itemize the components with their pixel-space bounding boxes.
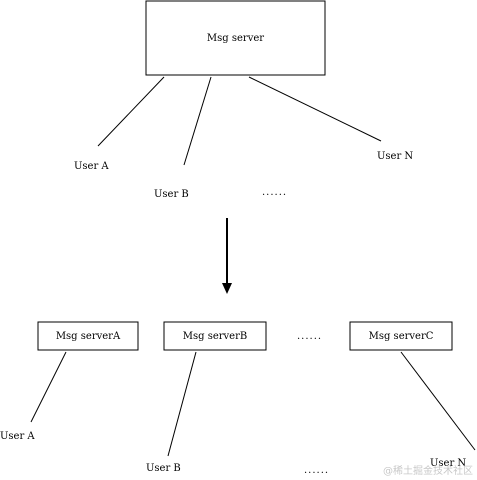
top-user-a-label: User A <box>74 161 109 172</box>
top-server-node: Msg server <box>145 0 326 76</box>
bottom-users-ellipsis: ...... <box>304 465 329 476</box>
watermark: @稀土掘金技术社区 <box>383 464 473 477</box>
bottom-user-a-label: User A <box>0 431 35 442</box>
bottom-user-n-label: User N <box>430 458 466 469</box>
servers-ellipsis: ...... <box>297 331 322 342</box>
edge-server-b-user-b <box>167 351 197 457</box>
arrow-head-icon <box>222 283 232 294</box>
top-user-b-label: User B <box>154 189 189 200</box>
bottom-user-b-label: User B <box>146 463 181 474</box>
server-a-node: Msg serverA <box>37 321 139 351</box>
top-server-box <box>145 0 326 76</box>
server-c-box <box>349 321 453 351</box>
edge-server-a-user-a <box>30 351 67 423</box>
server-c-node: Msg serverC <box>349 321 453 351</box>
server-b-node: Msg serverB <box>163 321 267 351</box>
server-a-box <box>37 321 139 351</box>
top-edge-user-b <box>183 76 212 166</box>
server-b-label: Msg serverB <box>183 331 247 342</box>
top-edge-user-n <box>248 76 382 142</box>
top-users-ellipsis: ...... <box>262 187 287 198</box>
top-user-n-label: User N <box>377 151 413 162</box>
server-a-label: Msg serverA <box>56 331 121 342</box>
top-server-label: Msg server <box>207 33 264 44</box>
top-edge-user-a <box>97 76 165 147</box>
edge-server-c-user-n <box>400 351 476 451</box>
server-b-box <box>163 321 267 351</box>
server-c-label: Msg serverC <box>369 331 434 342</box>
transition-arrow <box>222 218 232 294</box>
